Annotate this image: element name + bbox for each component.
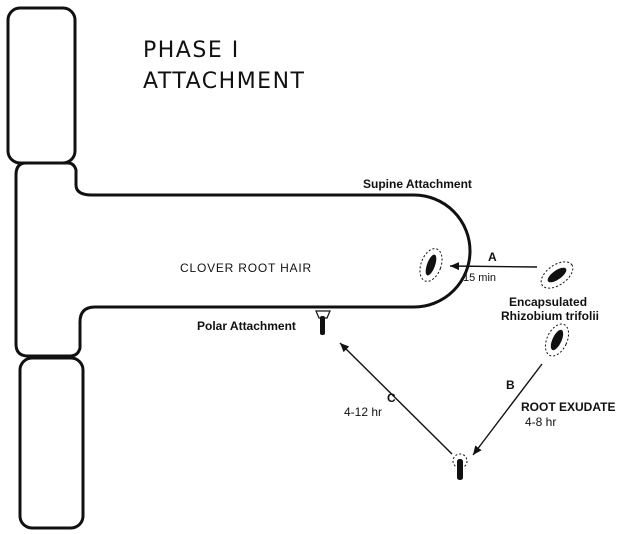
encapsulated-rhizobium-top <box>537 256 578 293</box>
epidermal-cell-top <box>8 8 75 163</box>
polar-attached-bacterium <box>316 311 330 335</box>
supine-attachment-label: Supine Attachment <box>363 177 472 191</box>
epidermal-cell-bottom <box>20 358 83 528</box>
arrow-a-time: 15 min <box>463 272 496 284</box>
title-line-2: ATTACHMENT <box>143 69 305 94</box>
arrow-b-time: 4-8 hr <box>525 415 556 429</box>
arrow-c-letter: C <box>387 391 396 405</box>
title-line-1: PHASE I <box>143 38 240 63</box>
encapsulated-label-line-1: Encapsulated <box>509 295 587 309</box>
encapsulated-label-line-2: Rhizobium trifolii <box>501 309 599 323</box>
root-exudate-label: ROOT EXUDATE <box>521 400 615 414</box>
polar-oriented-bacterium <box>453 454 467 480</box>
root-hair-label: CLOVER ROOT HAIR <box>180 261 312 275</box>
arrow-b-letter: B <box>506 378 515 392</box>
polar-attachment-label: Polar Attachment <box>197 319 296 333</box>
arrow-a <box>450 266 537 267</box>
arrow-c-time: 4-12 hr <box>344 405 382 419</box>
arrow-a-letter: A <box>488 250 497 264</box>
arrow-c <box>340 343 452 454</box>
encapsulated-rhizobium-lower <box>541 320 573 359</box>
